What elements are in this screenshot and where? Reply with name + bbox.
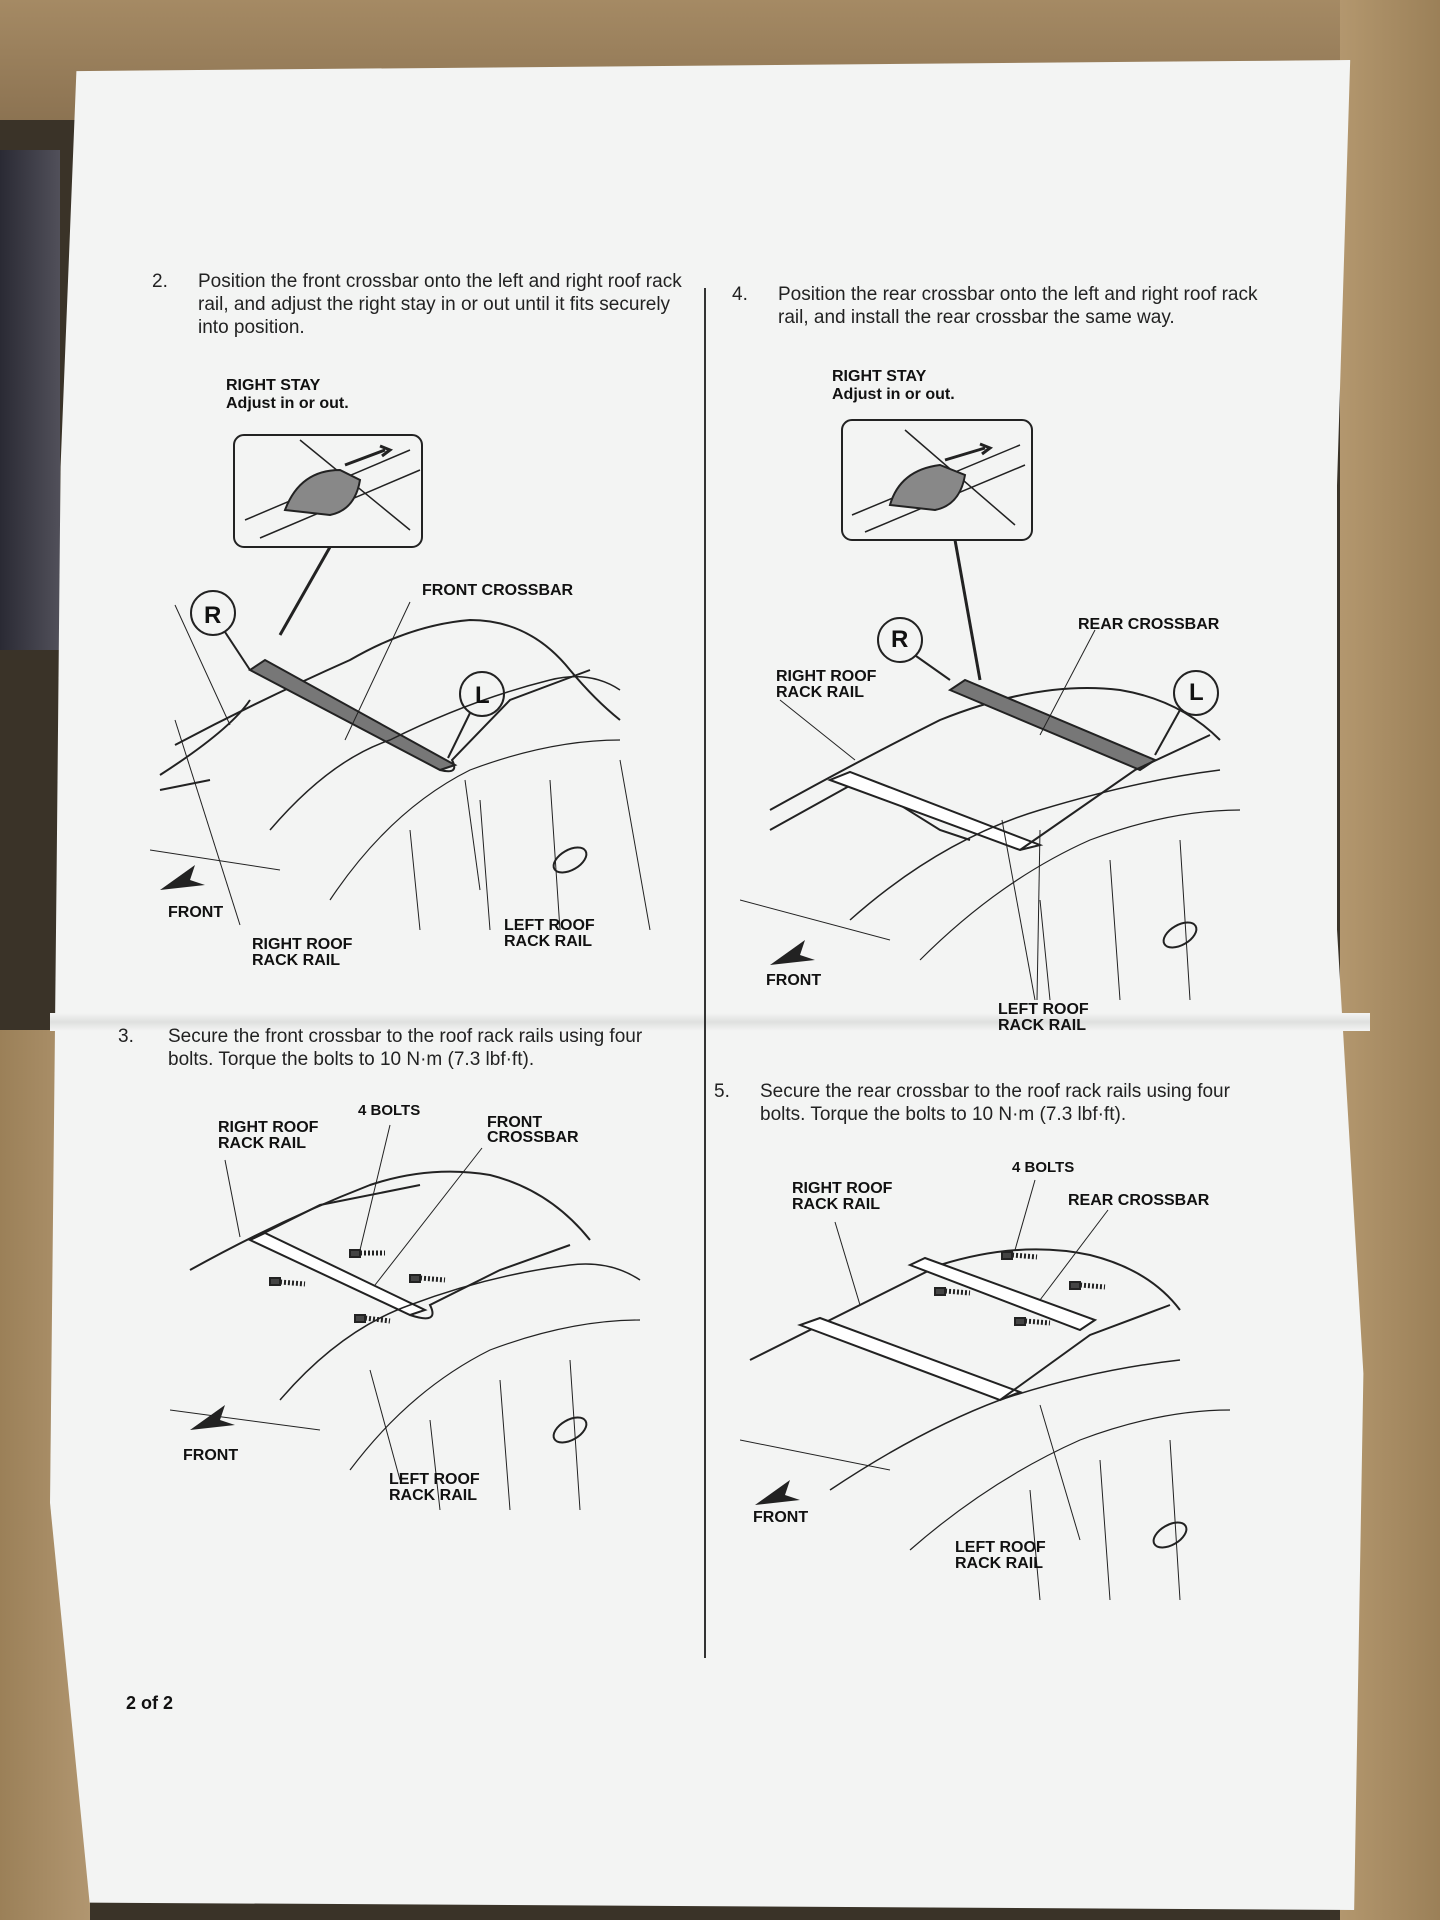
fig4-front-label: FRONT xyxy=(766,972,822,989)
fig2-r-marker: R xyxy=(204,602,222,629)
fig3-crossbar-label-1: FRONT xyxy=(487,1114,543,1131)
figure-5-rear-crossbar-bolts xyxy=(740,1179,1231,1600)
step-3-number: 3. xyxy=(118,1026,134,1047)
figure-3-front-crossbar-bolts xyxy=(170,1124,641,1510)
fig4-right-stay-note: Adjust in or out. xyxy=(832,386,955,403)
fig3-left-rail-label-2: RACK RAIL xyxy=(389,1487,477,1504)
fig4-left-rail-label-1: LEFT ROOF xyxy=(998,1001,1089,1018)
fig2-front-label: FRONT xyxy=(168,904,224,921)
fig3-right-rail-label-1: RIGHT ROOF xyxy=(218,1119,319,1136)
fig2-right-stay-label: RIGHT STAY xyxy=(226,377,321,394)
fig5-left-rail-label-2: RACK RAIL xyxy=(955,1555,1043,1572)
fig3-bolts-label: 4 BOLTS xyxy=(358,1102,421,1119)
bolts-group xyxy=(934,1251,1106,1326)
step-3: 3. Secure the front crossbar to the roof… xyxy=(118,1025,668,1071)
fig3-right-rail-label-2: RACK RAIL xyxy=(218,1135,306,1152)
leader-right-rail xyxy=(224,1159,241,1238)
step-5-number: 5. xyxy=(714,1081,730,1102)
step-4-number: 4. xyxy=(732,284,748,305)
fig4-right-rail-label-1: RIGHT ROOF xyxy=(776,668,877,685)
r-marker-circle xyxy=(877,617,923,663)
fig2-right-rail-label-1: RIGHT ROOF xyxy=(252,936,353,953)
fig5-left-rail-label-1: LEFT ROOF xyxy=(955,1539,1046,1556)
fig4-r-marker: R xyxy=(891,626,909,653)
column-divider xyxy=(704,288,706,1658)
step-5: 5. Secure the rear crossbar to the roof … xyxy=(714,1080,1260,1126)
step-4-text: Position the rear crossbar onto the left… xyxy=(778,284,1258,328)
step-2-text: Position the front crossbar onto the lef… xyxy=(198,271,682,338)
leader-right-rail xyxy=(834,1221,861,1306)
leader-left-rail xyxy=(464,779,481,891)
fig5-right-rail-label-1: RIGHT ROOF xyxy=(792,1180,893,1197)
fig5-bolts-label: 4 BOLTS xyxy=(1012,1159,1075,1176)
leader-left-rail xyxy=(1039,1404,1081,1541)
leader-front-crossbar xyxy=(344,601,411,741)
fig3-crossbar-label-2: CROSSBAR xyxy=(487,1129,579,1146)
right-stay-detail-box xyxy=(841,419,1033,541)
fig2-left-rail-label-1: LEFT ROOF xyxy=(504,917,595,934)
leader-left-rail xyxy=(1001,819,1036,1000)
fig2-right-stay-note: Adjust in or out. xyxy=(226,395,349,412)
front-arrow-icon xyxy=(755,1480,800,1505)
right-stay-detail-box xyxy=(233,434,423,548)
step-3-text: Secure the front crossbar to the roof ra… xyxy=(168,1026,643,1070)
fig5-rear-crossbar-label: REAR CROSSBAR xyxy=(1068,1192,1210,1209)
step-5-text: Secure the rear crossbar to the roof rac… xyxy=(760,1081,1230,1125)
leader-rear-crossbar xyxy=(1039,629,1096,736)
paper-fold xyxy=(50,1013,1370,1031)
bolts-group xyxy=(269,1249,446,1324)
fig2-right-rail-label-2: RACK RAIL xyxy=(252,952,340,969)
fig4-l-marker: L xyxy=(1189,679,1204,706)
front-arrow-icon xyxy=(770,940,815,965)
leader-right-rail xyxy=(779,699,856,761)
front-arrow-icon xyxy=(160,865,205,890)
l-marker-circle xyxy=(1173,670,1219,716)
leader-front-crossbar xyxy=(374,1147,483,1286)
fig2-l-marker: L xyxy=(475,682,490,709)
leader-left-rail xyxy=(369,1369,401,1481)
leader-bolts xyxy=(1014,1179,1036,1251)
instruction-sheet xyxy=(50,60,1364,1910)
fig2-left-rail-label-2: RACK RAIL xyxy=(504,933,592,950)
leader-rear-crossbar xyxy=(1039,1209,1109,1301)
fig5-right-rail-label-2: RACK RAIL xyxy=(792,1196,880,1213)
fig5-front-label: FRONT xyxy=(753,1509,809,1526)
fig3-left-rail-label-1: LEFT ROOF xyxy=(389,1471,480,1488)
step-2-number: 2. xyxy=(152,271,168,292)
fig2-front-crossbar-label: FRONT CROSSBAR xyxy=(422,582,574,599)
fig3-front-label: FRONT xyxy=(183,1447,239,1464)
fig4-right-rail-label-2: RACK RAIL xyxy=(776,684,864,701)
fig4-right-stay-label: RIGHT STAY xyxy=(832,368,927,385)
step-4: 4. Position the rear crossbar onto the l… xyxy=(732,283,1278,329)
step-2: 2. Position the front crossbar onto the … xyxy=(152,270,688,339)
front-arrow-icon xyxy=(190,1405,235,1430)
page-number: 2 of 2 xyxy=(126,1693,174,1713)
figure-2-front-crossbar-install xyxy=(150,434,651,930)
figure-4-rear-crossbar-install xyxy=(740,419,1241,1000)
leader-right-rail xyxy=(174,604,231,726)
leader-bolts xyxy=(359,1124,391,1251)
fig4-rear-crossbar-label: REAR CROSSBAR xyxy=(1078,616,1220,633)
shelf-edge xyxy=(0,150,60,650)
fig4-left-rail-label-2: RACK RAIL xyxy=(998,1017,1086,1034)
r-marker-circle xyxy=(190,590,236,636)
l-marker-circle xyxy=(459,671,505,717)
